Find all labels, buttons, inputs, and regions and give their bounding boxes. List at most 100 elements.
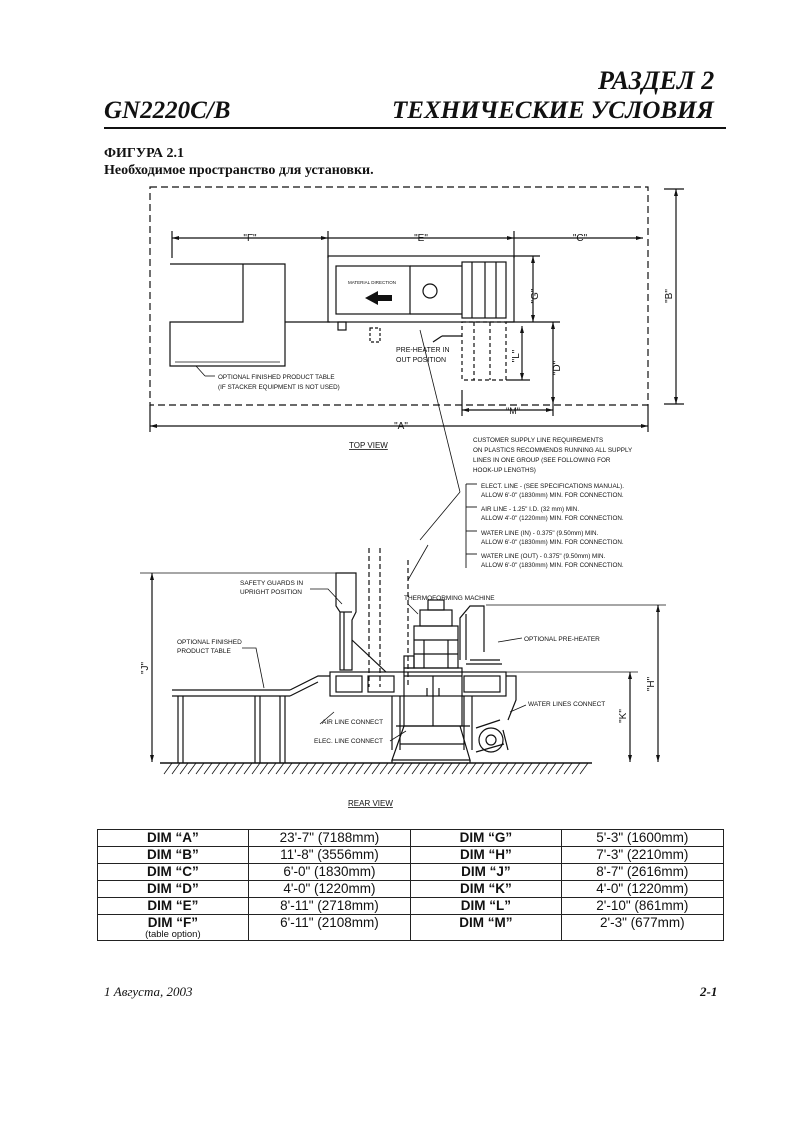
preheater-label-1: PRE-HEATER IN xyxy=(396,347,450,354)
dim-d-line xyxy=(551,322,555,404)
dim-label: DIM “F”(table option) xyxy=(97,914,249,941)
dim-g-line xyxy=(506,255,560,323)
dim-k-label: "K" xyxy=(618,709,629,723)
dim-label-text: DIM “M” xyxy=(459,915,513,930)
dim-value: 5'-3" (1600mm) xyxy=(560,829,725,847)
water-lines-label: WATER LINES CONNECT xyxy=(528,701,605,708)
dim-value-text: 2'-10" (861mm) xyxy=(596,898,689,913)
floor-hatch xyxy=(163,762,589,775)
dim-label-text: DIM “E” xyxy=(147,898,199,913)
dim-value-text: 11'-8" (3556mm) xyxy=(280,847,379,862)
section-title: ТЕХНИЧЕСКИЕ УСЛОВИЯ xyxy=(392,97,714,124)
dim-label: DIM “E” xyxy=(97,897,249,915)
dim-value: 6'-0" (1830mm) xyxy=(247,863,412,881)
dim-value-text: 6'-11" (2108mm) xyxy=(280,915,379,930)
forming-station xyxy=(335,265,411,315)
dim-label: DIM “D” xyxy=(97,880,249,898)
dimensions-table-body: DIM “A” 23'-7" (7188mm) DIM “G” 5'-3" (1600… xyxy=(97,829,725,941)
dim-value: 4'-0" (1220mm) xyxy=(560,880,725,898)
dim-j-line xyxy=(140,572,336,762)
supply-title-2: ON PLASTICS RECOMMENDS RUNNING ALL SUPPL… xyxy=(473,447,633,454)
dim-value: 4'-0" (1220mm) xyxy=(247,880,412,898)
air-line-label: AIR LINE CONNECT xyxy=(322,719,383,726)
dim-j-label: "J" xyxy=(140,662,151,675)
machine-cabinet xyxy=(329,667,507,763)
supply-requirements: CUSTOMER SUPPLY LINE REQUIREMENTS ON PLA… xyxy=(473,437,633,569)
rear-view xyxy=(140,548,666,775)
dim-m-label: "M" xyxy=(506,406,520,416)
footer-date: 1 Августа, 2003 xyxy=(104,984,193,999)
supply-title-4: HOOK-UP LENGTHS) xyxy=(473,467,536,474)
dim-d-label: "D" xyxy=(552,360,563,375)
supply-water-in-1: WATER LINE (IN) - 0.375" (9.50mm) MIN. xyxy=(481,530,599,537)
dim-h-line xyxy=(486,604,666,762)
dim-label: DIM “H” xyxy=(410,846,562,864)
dimension-row: DIM “C”6'-0" (1830mm)DIM “J”8'-7" (2616m… xyxy=(97,863,725,881)
dim-value-text: 23'-7" (7188mm) xyxy=(279,830,380,845)
dimension-row: DIM “B” 11'-8" (3556mm) DIM “H” 7'-3" (2210… xyxy=(97,846,725,864)
dim-e-line xyxy=(327,231,514,258)
dim-label: DIM “G” xyxy=(410,829,562,847)
dim-label-text: DIM “L” xyxy=(460,898,511,913)
top-view-title: TOP VIEW xyxy=(349,441,388,450)
safety-guard xyxy=(335,572,387,673)
product-table-outline xyxy=(169,263,286,367)
dim-label-text: DIM “K” xyxy=(460,881,512,896)
rear-product-table xyxy=(172,675,330,763)
material-direction-arrow xyxy=(365,291,392,305)
supply-air-2: ALLOW 4'-0" (1220mm) MIN. FOR CONNECTION… xyxy=(481,515,624,522)
dimensions-table: DIM “A” 23'-7" (7188mm) DIM “G” 5'-3" (1600… xyxy=(97,829,725,941)
dim-b-line xyxy=(664,188,684,405)
platen-circle xyxy=(422,283,438,299)
clearance-envelope xyxy=(149,186,649,406)
dim-label: DIM “J” xyxy=(410,863,562,881)
safety-guards-label-2: UPRIGHT POSITION xyxy=(240,589,302,596)
safety-guards-label-1: SAFETY GUARDS IN xyxy=(240,580,303,587)
supply-bracket xyxy=(465,483,477,568)
dim-note: (table option) xyxy=(145,929,201,940)
dim-value-text: 4'-0" (1220mm) xyxy=(596,881,689,896)
model-number: GN2220C/B xyxy=(104,97,231,124)
dim-c-label: "C" xyxy=(573,233,588,244)
supply-water-out-1: WATER LINE (OUT) - 0.375" (9.50mm) MIN. xyxy=(481,553,606,560)
dimension-row: DIM “D” 4'-0" (1220mm) DIM “K” 4'-0" (1220m… xyxy=(97,880,725,898)
dim-value: 23'-7" (7188mm) xyxy=(247,829,412,847)
supply-water-in-2: ALLOW 6'-0" (1830mm) MIN. FOR CONNECTION… xyxy=(481,539,624,546)
forming-station-rear xyxy=(403,599,459,669)
product-table-label-2: (IF STACKER EQUIPMENT IS NOT USED) xyxy=(218,384,340,391)
supply-elec-1: ELECT. LINE - (SEE SPECIFICATIONS MANUAL… xyxy=(481,483,624,490)
dim-label: DIM “B” xyxy=(97,846,249,864)
dim-b-label: "B" xyxy=(664,289,675,303)
dim-label: DIM “M” xyxy=(410,914,562,941)
dim-label: DIM “A” xyxy=(97,829,249,847)
dim-f-label: "F" xyxy=(243,233,257,244)
dim-value-text: 6'-0" (1830mm) xyxy=(283,864,376,879)
preheater-out-outline xyxy=(461,321,507,381)
dim-l-line xyxy=(506,326,530,381)
elec-line-label: ELEC. LINE CONNECT xyxy=(314,738,383,745)
section-number: РАЗДЕЛ 2 xyxy=(598,66,715,95)
dim-label-text: DIM “A” xyxy=(147,830,199,845)
machine-frame xyxy=(327,255,515,323)
page-number: 2-1 xyxy=(700,984,718,999)
dim-value-text: 4'-0" (1220mm) xyxy=(283,881,376,896)
dim-label-text: DIM “G” xyxy=(459,830,513,845)
dim-value-text: 5'-3" (1600mm) xyxy=(596,830,689,845)
dim-e-label: "E" xyxy=(414,233,428,244)
dimension-row: DIM “A” 23'-7" (7188mm) DIM “G” 5'-3" (1600… xyxy=(97,829,725,847)
supply-title-1: CUSTOMER SUPPLY LINE REQUIREMENTS xyxy=(473,437,603,444)
dim-a-label: "A" xyxy=(394,421,408,432)
optional-preheater-label: OPTIONAL PRE-HEATER xyxy=(524,636,600,643)
dim-k-line xyxy=(506,671,638,762)
supply-water-out-2: ALLOW 6'-0" (1830mm) MIN. FOR CONNECTION… xyxy=(481,562,624,569)
dim-label-text: DIM “H” xyxy=(460,847,512,862)
dimension-row: DIM “F”(table option) 6'-11" (2108mm) DIM … xyxy=(97,914,725,941)
dim-label: DIM “C” xyxy=(97,863,249,881)
figure-caption: Необходимое пространство для установки. xyxy=(104,163,374,178)
dim-value-text: 7'-3" (2210mm) xyxy=(596,847,689,862)
thermoforming-machine-label: THERMOFORMING MACHINE xyxy=(404,595,495,602)
rear-table-label-2: PRODUCT TABLE xyxy=(177,648,231,655)
dim-label: DIM “K” xyxy=(410,880,562,898)
dim-value: 8'-11" (2718mm) xyxy=(247,897,412,915)
dimension-row: DIM “E” 8'-11" (2718mm) DIM “L” 2'-10" (861… xyxy=(97,897,725,915)
